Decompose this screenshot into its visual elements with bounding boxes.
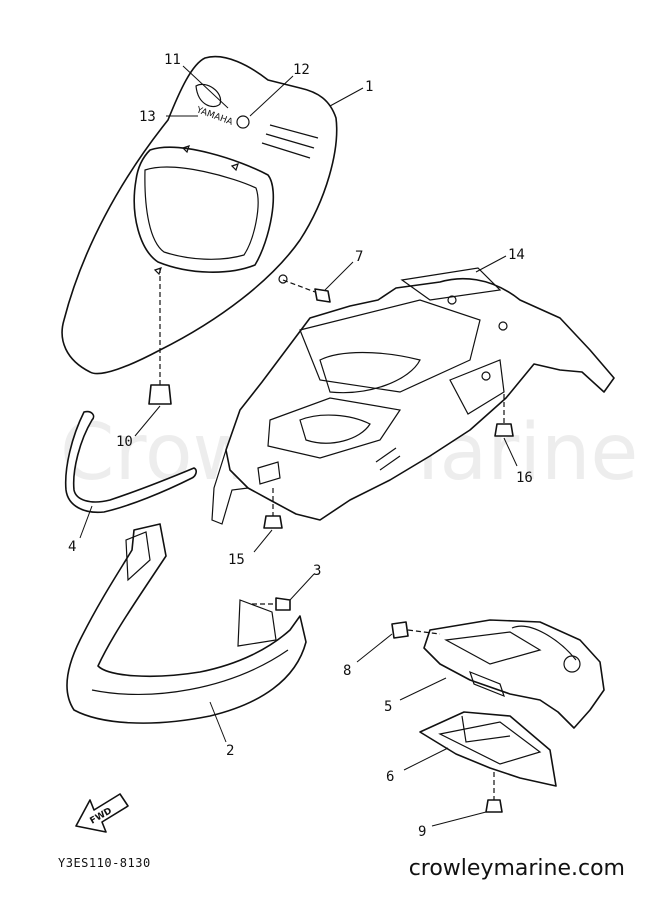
callout-10: 10: [116, 434, 133, 450]
callout-2: 2: [226, 743, 234, 759]
callout-7: 7: [355, 249, 363, 265]
part-side-cover[interactable]: [423, 619, 605, 729]
part-grommet[interactable]: [148, 268, 172, 405]
callout-8: 8: [343, 663, 351, 679]
leader-lines: [79, 65, 518, 827]
callout-14: 14: [508, 247, 525, 263]
callout-11: 11: [164, 52, 181, 68]
callout-6: 6: [386, 769, 394, 785]
site-link[interactable]: crowleymarine.com: [408, 856, 625, 881]
diagram-code: Y3ES110-8130: [58, 856, 151, 870]
part-bolt-7[interactable]: [282, 279, 331, 303]
callout-9: 9: [418, 824, 426, 840]
fwd-arrow-icon: FWD: [75, 793, 129, 833]
callout-13: 13: [139, 109, 156, 125]
part-trim-strip[interactable]: [64, 410, 197, 514]
part-hull-liner[interactable]: [211, 267, 615, 525]
part-front-cover[interactable]: YAMAHA: [61, 55, 338, 375]
part-lower-cover[interactable]: [66, 523, 307, 724]
part-screw-9[interactable]: [485, 772, 503, 813]
callout-16: 16: [516, 470, 533, 486]
callout-4: 4: [68, 539, 76, 555]
part-bolt-3[interactable]: [252, 597, 291, 611]
part-nut-15[interactable]: [263, 488, 283, 529]
callout-5: 5: [384, 699, 392, 715]
part-bolt-8[interactable]: [391, 621, 441, 639]
callout-1: 1: [365, 79, 373, 95]
part-nut-16[interactable]: [494, 394, 514, 437]
callout-3: 3: [313, 563, 321, 579]
callout-12: 12: [293, 62, 310, 78]
callout-15: 15: [228, 552, 245, 568]
part-lower-plate[interactable]: [419, 711, 557, 787]
